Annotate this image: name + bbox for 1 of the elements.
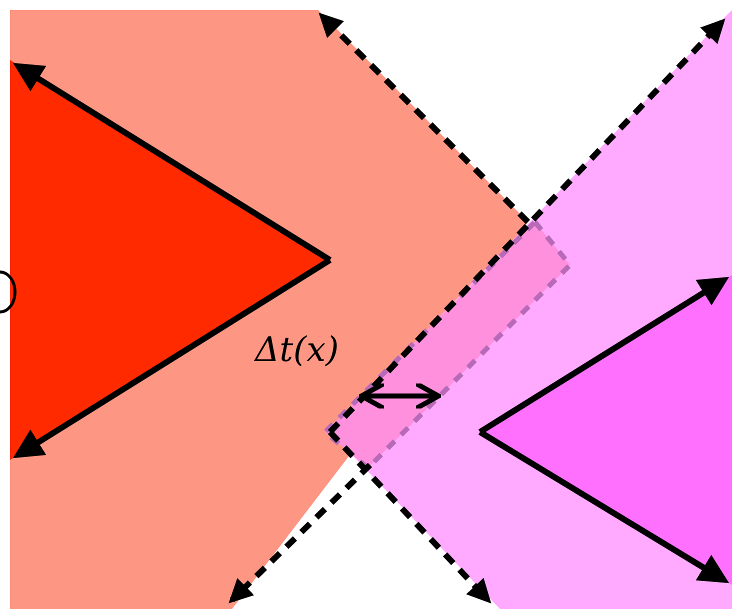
time-delay-label: Δt(x) bbox=[255, 333, 339, 367]
